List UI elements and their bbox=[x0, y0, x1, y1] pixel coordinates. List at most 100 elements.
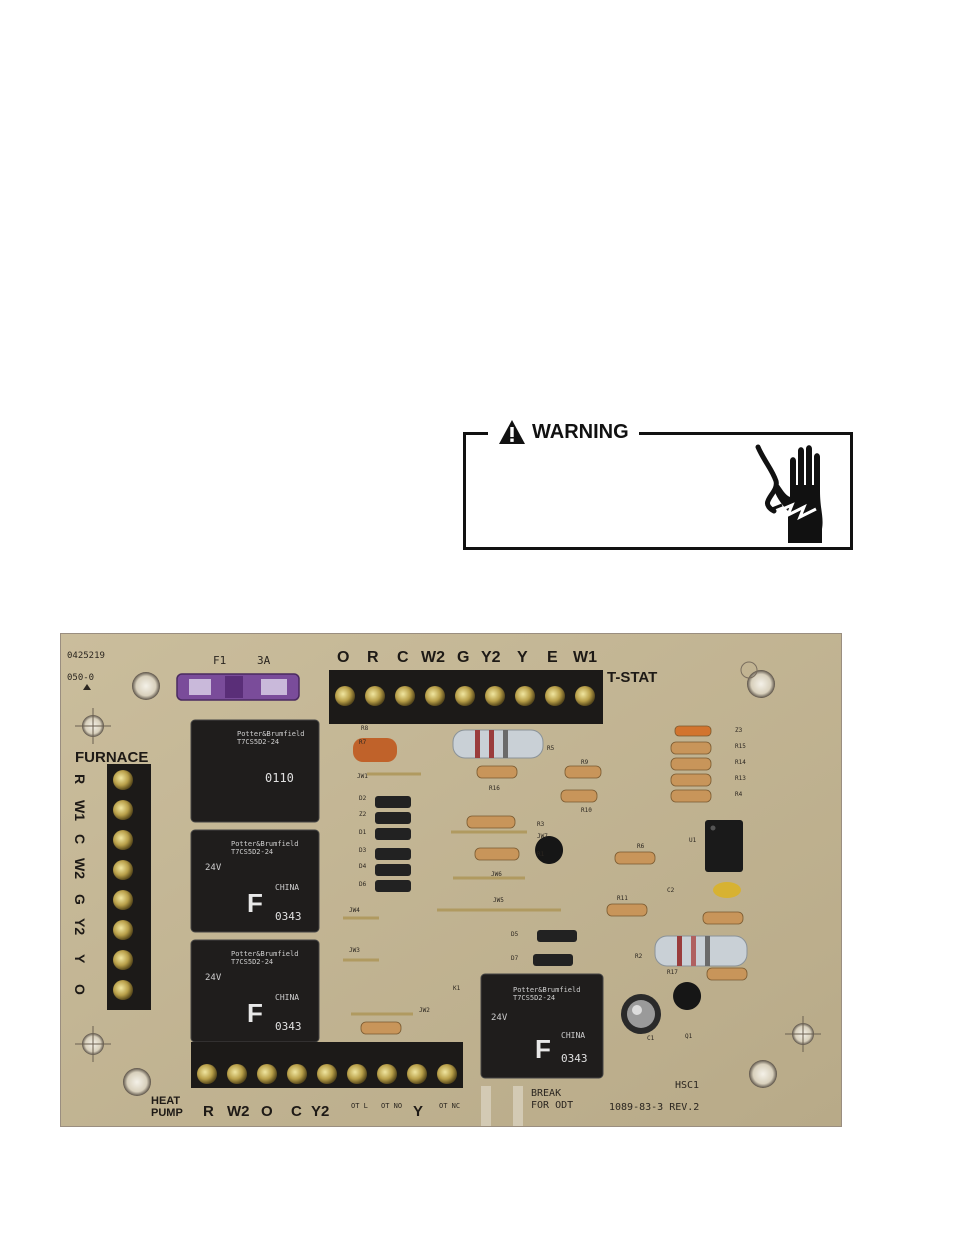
furnace-terminal-label: O bbox=[72, 984, 88, 995]
svg-text:R13: R13 bbox=[735, 775, 746, 782]
svg-text:R: R bbox=[203, 1103, 214, 1120]
svg-text:R15: R15 bbox=[735, 743, 746, 750]
svg-text:JW1: JW1 bbox=[357, 773, 368, 780]
svg-text:24V: 24V bbox=[205, 973, 222, 983]
svg-text:Q1: Q1 bbox=[685, 1033, 693, 1040]
svg-text:U1: U1 bbox=[689, 837, 697, 844]
svg-text:JW7: JW7 bbox=[537, 833, 548, 840]
mounting-holes bbox=[75, 661, 821, 1096]
tstat-terminal-label: R bbox=[367, 649, 379, 666]
tstat-terminal-label: Y2 bbox=[481, 649, 501, 666]
svg-text:R4: R4 bbox=[735, 791, 743, 798]
svg-text:Y: Y bbox=[413, 1103, 423, 1120]
svg-text:Z3: Z3 bbox=[735, 727, 743, 734]
svg-text:OT L: OT L bbox=[351, 1102, 368, 1110]
pin-one-marker-icon bbox=[83, 684, 91, 690]
heatpump-terminal-labels: R W2 O C Y2 OT L OT NO Y OT NC bbox=[203, 1102, 460, 1120]
power-resistor bbox=[654, 935, 748, 967]
svg-text:D1: D1 bbox=[359, 829, 367, 836]
relay-k3: Potter&Brumfield T7CS5D2-24 24V F CHINA … bbox=[190, 939, 320, 1043]
electrolytic-capacitor bbox=[621, 994, 661, 1034]
svg-text:CHINA: CHINA bbox=[275, 993, 299, 1002]
svg-text:R2: R2 bbox=[635, 953, 643, 960]
heatpump-label-line1: HEAT bbox=[151, 1095, 180, 1107]
tstat-label: T-STAT bbox=[607, 669, 657, 686]
component-designators: R7 JW1 D2 Z2 D1 D3 D4 D6 JW4 JW3 R5 R16 … bbox=[349, 725, 746, 1042]
ic-chip bbox=[705, 820, 743, 872]
tstat-terminal-label: W2 bbox=[421, 649, 445, 666]
svg-text:JW3: JW3 bbox=[349, 947, 360, 954]
svg-text:T7CS5D2-24: T7CS5D2-24 bbox=[231, 958, 273, 966]
svg-text:D5: D5 bbox=[511, 931, 519, 938]
svg-text:24V: 24V bbox=[205, 863, 222, 873]
svg-text:K1: K1 bbox=[453, 985, 461, 992]
svg-text:F: F bbox=[247, 998, 263, 1028]
board-part-number: 050-0 bbox=[67, 673, 94, 683]
svg-text:R17: R17 bbox=[667, 969, 678, 976]
warning-box: WARNING bbox=[463, 419, 853, 550]
svg-text:Z2: Z2 bbox=[359, 811, 367, 818]
svg-text:F: F bbox=[535, 1034, 551, 1064]
svg-text:W2: W2 bbox=[227, 1103, 250, 1120]
svg-text:D3: D3 bbox=[359, 847, 367, 854]
svg-text:0343: 0343 bbox=[275, 910, 302, 923]
svg-text:D4: D4 bbox=[359, 863, 367, 870]
warning-title: WARNING bbox=[532, 420, 629, 443]
svg-text:C1: C1 bbox=[647, 1035, 655, 1042]
svg-text:Y2: Y2 bbox=[311, 1103, 329, 1120]
furnace-terminal-label: Y bbox=[72, 954, 88, 964]
board-serial: 0425219 bbox=[67, 651, 105, 661]
tstat-terminal-block: O R C W2 G Y2 Y E W1 bbox=[329, 649, 603, 724]
tstat-terminal-label: E bbox=[547, 649, 558, 666]
svg-text:0343: 0343 bbox=[561, 1052, 588, 1065]
svg-text:Potter&Brumfield: Potter&Brumfield bbox=[237, 730, 304, 738]
svg-text:R9: R9 bbox=[581, 759, 589, 766]
svg-text:JW5: JW5 bbox=[493, 897, 504, 904]
relay-k4: Potter&Brumfield T7CS5D2-24 24V F CHINA … bbox=[480, 973, 604, 1079]
furnace-terminal-label: W1 bbox=[72, 800, 88, 821]
diodes bbox=[375, 796, 577, 966]
svg-text:JW4: JW4 bbox=[349, 907, 360, 914]
fuse bbox=[176, 673, 300, 701]
break-pad bbox=[481, 1086, 491, 1126]
svg-text:OT NO: OT NO bbox=[381, 1102, 402, 1110]
svg-text:R3: R3 bbox=[537, 821, 545, 828]
relay1-code: 0110 bbox=[265, 771, 294, 785]
furnace-terminal-label: R bbox=[72, 774, 88, 784]
svg-text:C2: C2 bbox=[667, 887, 675, 894]
transistors bbox=[535, 836, 702, 1010]
svg-text:CHINA: CHINA bbox=[275, 883, 299, 892]
svg-text:D7: D7 bbox=[511, 955, 519, 962]
tstat-terminal-label: G bbox=[457, 649, 469, 666]
svg-text:O: O bbox=[261, 1103, 273, 1120]
svg-text:R6: R6 bbox=[637, 843, 645, 850]
break-pad bbox=[513, 1086, 523, 1126]
svg-text:Potter&Brumfield: Potter&Brumfield bbox=[513, 986, 580, 994]
svg-text:24V: 24V bbox=[491, 1013, 508, 1023]
circuit-board-illustration: 0425219 050-0 F1 3A O R C W2 G Y2 Y E W1 bbox=[61, 634, 841, 1126]
svg-text:R1: R1 bbox=[537, 851, 545, 858]
jumpers bbox=[343, 772, 561, 1016]
heatpump-label-line2: PUMP bbox=[151, 1107, 183, 1119]
svg-text:T7CS5D2-24: T7CS5D2-24 bbox=[231, 848, 273, 856]
power-resistor bbox=[452, 729, 544, 759]
svg-text:OT NC: OT NC bbox=[439, 1102, 460, 1110]
relay-k1: Potter&Brumfield T7CS5D2-24 0110 bbox=[190, 719, 320, 823]
svg-text:Potter&Brumfield: Potter&Brumfield bbox=[231, 950, 298, 958]
tstat-terminal-label: W1 bbox=[573, 649, 597, 666]
svg-text:R7: R7 bbox=[359, 739, 367, 746]
svg-text:Potter&Brumfield: Potter&Brumfield bbox=[231, 840, 298, 848]
break-label: BREAK bbox=[531, 1088, 561, 1099]
svg-text:JW6: JW6 bbox=[491, 871, 502, 878]
relay-k2: Potter&Brumfield T7CS5D2-24 24V F CHINA … bbox=[190, 829, 320, 933]
tstat-terminal-label: O bbox=[337, 649, 349, 666]
svg-text:0343: 0343 bbox=[275, 1020, 302, 1033]
svg-text:R14: R14 bbox=[735, 759, 746, 766]
svg-text:T7CS5D2-24: T7CS5D2-24 bbox=[513, 994, 555, 1002]
svg-text:D6: D6 bbox=[359, 881, 367, 888]
svg-text:R10: R10 bbox=[581, 807, 592, 814]
furnace-terminal-label: W2 bbox=[72, 858, 88, 879]
svg-text:D2: D2 bbox=[359, 795, 367, 802]
svg-text:C: C bbox=[291, 1103, 302, 1120]
svg-text:R11: R11 bbox=[617, 895, 628, 902]
